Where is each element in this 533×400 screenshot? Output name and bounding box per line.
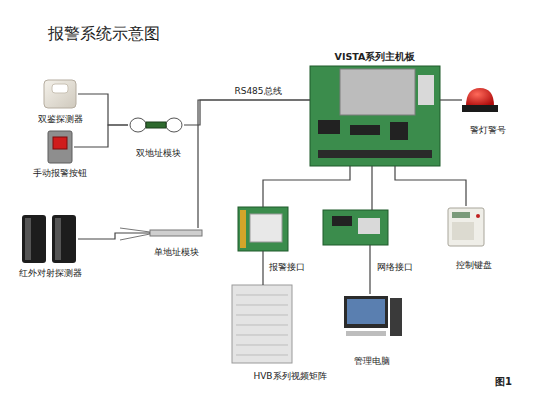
device-node: 网络接口 bbox=[323, 210, 388, 245]
device-label: VISTA系列主机板 bbox=[335, 51, 416, 62]
computer-icon bbox=[344, 296, 402, 336]
device-node: 报警接口 bbox=[238, 207, 288, 251]
network-interface-icon bbox=[323, 210, 388, 245]
dual-detector-icon bbox=[44, 80, 76, 108]
wire-connector bbox=[184, 100, 310, 125]
wire-connector bbox=[78, 233, 150, 239]
bus-label: RS485总线 bbox=[234, 86, 281, 97]
device-node: VISTA系列主机板 bbox=[310, 66, 440, 166]
wire-connector bbox=[198, 100, 310, 228]
device-node: 警灯警号 bbox=[462, 86, 498, 114]
alarm-interface-icon bbox=[238, 207, 288, 251]
lamp-siren-icon bbox=[462, 88, 498, 112]
wire-connector bbox=[262, 251, 263, 285]
wire-connector bbox=[78, 94, 128, 125]
device-node: 控制键盘 bbox=[446, 206, 486, 248]
device-label: 手动报警按钮 bbox=[33, 168, 87, 179]
video-matrix-icon bbox=[232, 285, 292, 363]
wire-connector bbox=[371, 166, 372, 210]
device-label: 双地址模块 bbox=[136, 148, 181, 159]
device-label: 警灯警号 bbox=[470, 125, 506, 136]
device-node: HVB系列视频矩阵 bbox=[232, 285, 292, 363]
wire-connector bbox=[440, 99, 462, 100]
wire-connector bbox=[263, 166, 350, 207]
device-label: 双鉴探测器 bbox=[38, 114, 83, 125]
device-label: 红外对射探测器 bbox=[19, 268, 82, 279]
manual-button-icon bbox=[48, 131, 72, 163]
device-node: 双地址模块 bbox=[128, 116, 184, 134]
ir-detector-icon bbox=[22, 215, 76, 263]
device-label: 管理电脑 bbox=[354, 356, 390, 367]
single-address-module-icon bbox=[120, 228, 202, 240]
wire-connector bbox=[395, 166, 466, 206]
device-label: 报警接口 bbox=[269, 262, 305, 273]
figure-caption: 图1 bbox=[495, 375, 512, 389]
diagram-title: 报警系统示意图 bbox=[48, 24, 160, 44]
device-node: 管理电脑 bbox=[340, 294, 404, 338]
device-node: 手动报警按钮 bbox=[46, 129, 74, 165]
device-node: 红外对射探测器 bbox=[20, 213, 78, 265]
wire-connector bbox=[74, 125, 128, 147]
keypad-icon bbox=[448, 208, 484, 246]
device-label: 控制键盘 bbox=[456, 260, 492, 271]
wire-connector bbox=[369, 245, 370, 294]
device-node: 双鉴探测器 bbox=[42, 78, 78, 110]
device-label: 网络接口 bbox=[377, 262, 413, 273]
device-label: HVB系列视频矩阵 bbox=[253, 371, 326, 382]
device-node: 单地址模块 bbox=[150, 228, 204, 238]
device-label: 单地址模块 bbox=[154, 247, 199, 258]
dual-address-module-icon bbox=[130, 118, 182, 132]
main-board-icon bbox=[310, 66, 440, 166]
